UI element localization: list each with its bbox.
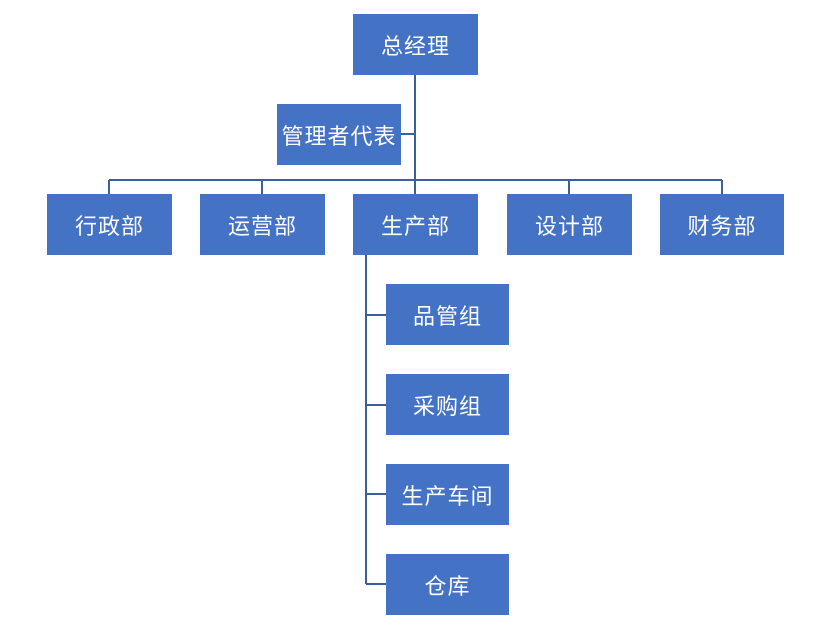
department-box-3: 生产部 bbox=[353, 194, 478, 255]
production-subunit-label-4: 仓库 bbox=[424, 574, 471, 600]
department-label-3: 生产部 bbox=[380, 214, 450, 240]
department-label-4: 设计部 bbox=[534, 214, 604, 240]
production-subunit-box-1: 品管组 bbox=[386, 284, 509, 345]
department-label-1: 行政部 bbox=[74, 214, 144, 240]
production-subunit-label-1: 品管组 bbox=[412, 304, 482, 330]
production-subunit-box-4: 仓库 bbox=[386, 554, 509, 615]
department-box-4: 设计部 bbox=[507, 194, 632, 255]
department-label-2: 运营部 bbox=[227, 214, 297, 240]
department-box-2: 运营部 bbox=[200, 194, 325, 255]
management-representative-box: 管理者代表 bbox=[277, 104, 401, 165]
department-box-1: 行政部 bbox=[47, 194, 172, 255]
production-subunit-box-2: 采购组 bbox=[386, 374, 509, 435]
department-label-5: 财务部 bbox=[687, 214, 757, 240]
department-box-5: 财务部 bbox=[660, 194, 784, 255]
production-subunit-label-2: 采购组 bbox=[412, 394, 482, 420]
production-subunit-box-3: 生产车间 bbox=[386, 464, 509, 525]
management-representative-label: 管理者代表 bbox=[281, 124, 397, 150]
production-subunit-label-3: 生产车间 bbox=[401, 484, 494, 510]
general-manager-label: 总经理 bbox=[380, 34, 450, 60]
general-manager-box: 总经理 bbox=[353, 14, 478, 75]
